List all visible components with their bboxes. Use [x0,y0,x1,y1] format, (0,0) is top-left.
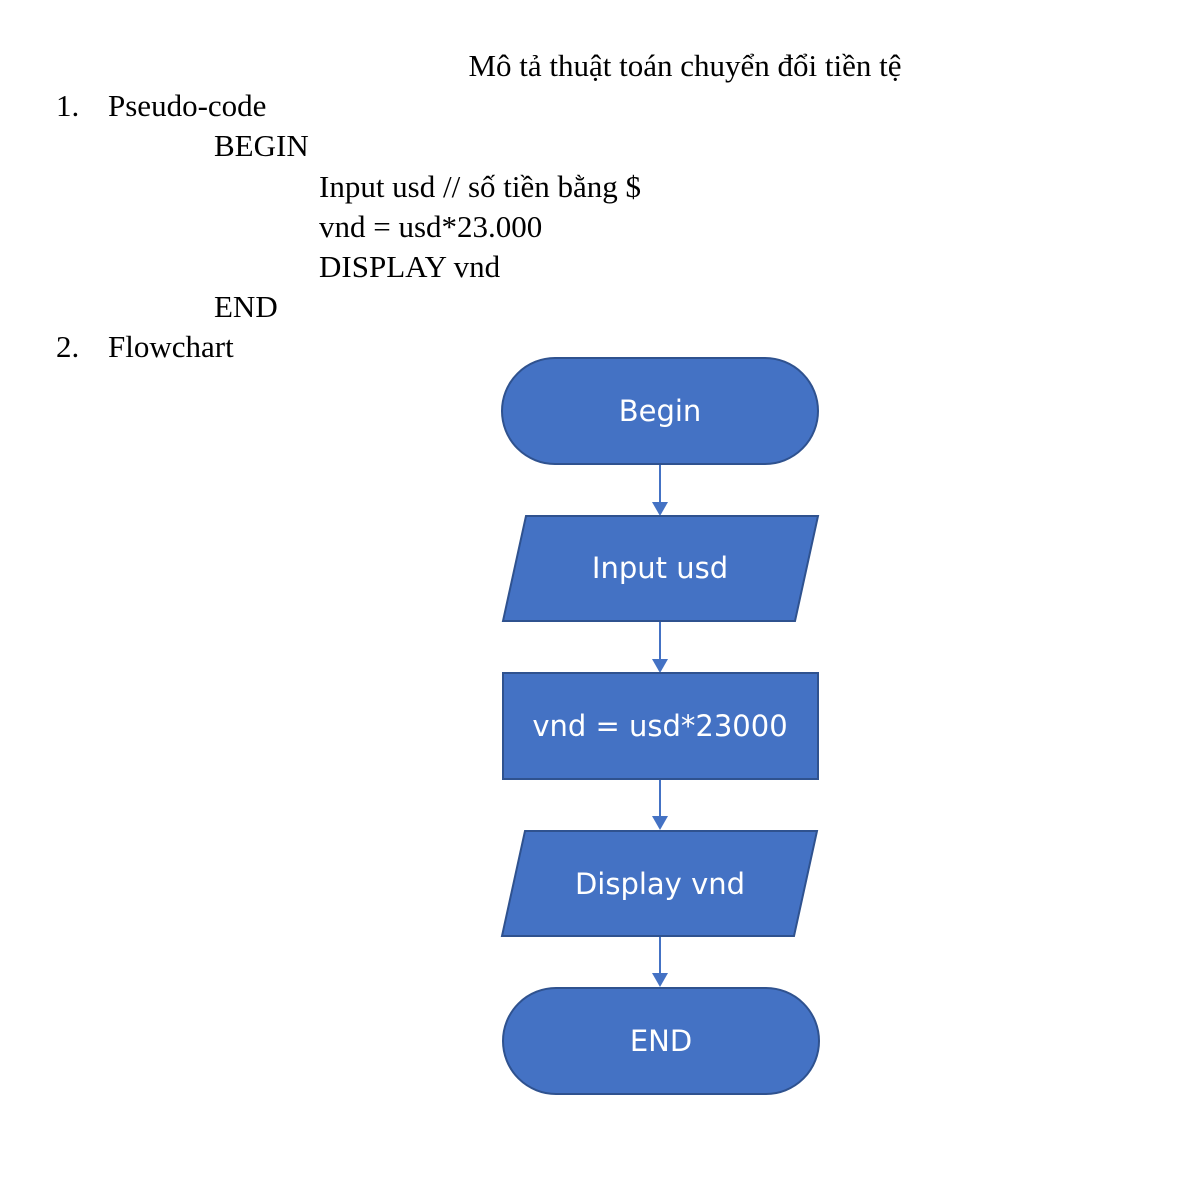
flowchart-connector-input-process [652,622,668,673]
section-1-number: 1. [56,88,80,123]
flowchart-node-begin-label: Begin [619,394,702,428]
flowchart-node-end-label: END [630,1024,692,1058]
flowchart-connector-begin-input [652,465,668,516]
document-title: Mô tả thuật toán chuyển đổi tiền tệ [468,48,902,83]
section-2-number: 2. [56,329,80,364]
section-2-heading: Flowchart [108,329,234,364]
pseudo-begin: BEGIN [214,128,309,163]
flowchart-node-end: END [502,987,820,1095]
pseudo-end: END [214,289,278,324]
section-1-heading: Pseudo-code [108,88,267,123]
flowchart-node-begin: Begin [501,357,819,465]
flowchart-node-process: vnd = usd*23000 [502,672,819,780]
flowchart-connector-output-end [652,937,668,987]
pseudo-assign: vnd = usd*23.000 [319,209,543,244]
flowchart-node-input: Input usd [501,515,820,622]
flowchart-node-output: Display vnd [500,830,819,937]
flowchart-node-output-label: Display vnd [575,867,745,901]
pseudo-input: Input usd // số tiền bằng $ [319,169,642,204]
pseudo-display: DISPLAY vnd [319,249,501,284]
flowchart-node-input-label: Input usd [592,551,728,585]
flowchart-node-process-label: vnd = usd*23000 [532,709,787,743]
flowchart-connector-process-output [652,780,668,830]
